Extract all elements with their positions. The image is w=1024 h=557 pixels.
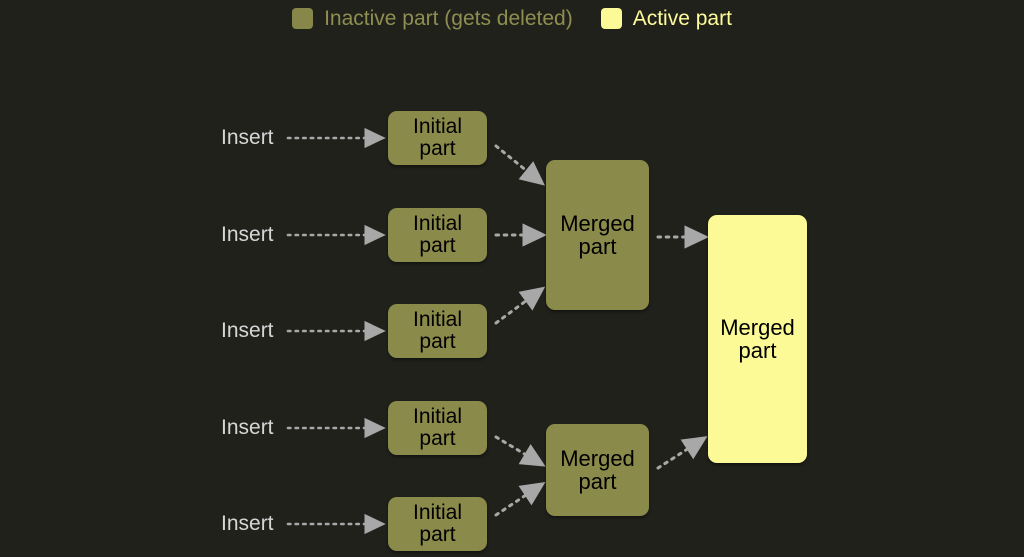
- final-merged-part-label-line1: Merged: [720, 314, 795, 340]
- initial-part-label-line2-4: part: [419, 427, 456, 450]
- legend-entry-inactive: Inactive part (gets deleted): [292, 8, 573, 29]
- legend-label-active: Active part: [632, 7, 732, 30]
- active-swatch-icon: [600, 8, 622, 29]
- initial-part-label-line2-1: part: [419, 137, 456, 160]
- merged-part-label-line2-bottom: part: [578, 469, 617, 494]
- insert-label-2: Insert: [221, 223, 274, 246]
- initial-part-label-line1-2: Initial: [412, 211, 463, 235]
- arrow-initial4-to-merged-bottom: [494, 435, 546, 467]
- initial-part-label-line1-1: Initial: [412, 114, 463, 138]
- initial-part-label-line2-5: part: [419, 523, 456, 546]
- legend-label-inactive: Inactive part (gets deleted): [324, 7, 573, 30]
- legend-entry-active: Active part: [600, 7, 732, 30]
- insert-label-3: Insert: [221, 319, 274, 342]
- initial-part-label-line2-3: part: [419, 330, 456, 353]
- merged-part-label-line1-bottom: Merged: [560, 445, 635, 471]
- insert-label-1: Insert: [221, 126, 274, 149]
- initial-part-box-2[interactable]: Initial part: [388, 208, 487, 262]
- legend: Inactive part (gets deleted) Active part: [0, 8, 1024, 29]
- merged-part-label-line1-top: Merged: [560, 210, 635, 236]
- final-merged-part-label-line2: part: [738, 338, 777, 363]
- initial-part-label-line1-4: Initial: [412, 404, 463, 428]
- merged-part-box-top[interactable]: Merged part: [546, 160, 649, 310]
- arrow-merged-bottom-to-final: [656, 436, 708, 470]
- inactive-swatch-icon: [292, 8, 314, 29]
- initial-part-label-line2-2: part: [419, 234, 456, 257]
- merged-part-box-bottom[interactable]: Merged part: [546, 424, 649, 516]
- final-merged-part-box[interactable]: Merged part: [708, 215, 807, 463]
- initial-part-box-1[interactable]: Initial part: [388, 111, 487, 165]
- initial-part-label-line1-5: Initial: [412, 500, 463, 524]
- initial-part-box-5[interactable]: Initial part: [388, 497, 487, 551]
- initial-part-label-line1-3: Initial: [412, 307, 463, 331]
- merged-part-label-line2-top: part: [578, 234, 617, 259]
- insert-label-4: Insert: [221, 416, 274, 439]
- initial-part-box-4[interactable]: Initial part: [388, 401, 487, 455]
- arrow-initial3-to-merged-top: [494, 286, 546, 325]
- insert-label-5: Insert: [221, 512, 274, 535]
- arrow-initial5-to-merged-bottom: [494, 482, 546, 517]
- arrow-initial1-to-merged-top: [494, 144, 545, 186]
- initial-part-box-3[interactable]: Initial part: [388, 304, 487, 358]
